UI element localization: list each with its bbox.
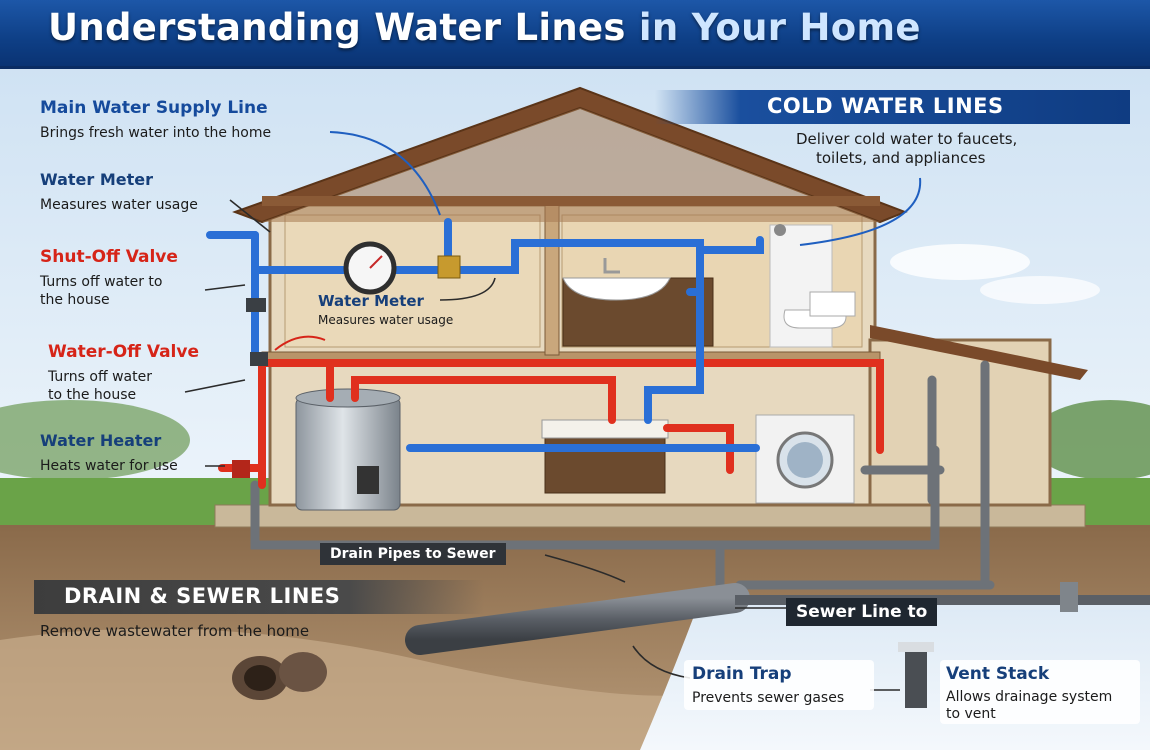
brass-valve	[437, 255, 461, 279]
extension-roof	[870, 325, 1088, 380]
drain-trap-heading: Drain Trap	[692, 664, 792, 684]
drain-sewer-ribbon: DRAIN & SEWER LINES	[34, 580, 484, 614]
vent-stack-heading: Vent Stack	[946, 664, 1050, 684]
vent-stack-description-1: Allows drainage system	[946, 689, 1113, 705]
cloud	[890, 244, 1030, 280]
cold-water-description-1: Deliver cold water to faucets,	[796, 130, 1018, 148]
inner-meter-heading: Water Meter	[318, 292, 424, 310]
shower	[769, 224, 833, 348]
drain-trap-box	[684, 660, 874, 710]
water-meter-heading: Water Meter	[40, 170, 153, 189]
washer-drum	[787, 442, 823, 478]
shut-off-valve-description-1: Turns off water to	[40, 274, 163, 290]
kitchen-cabinet	[544, 434, 666, 494]
vent-stack-box	[940, 660, 1140, 724]
main-supply-heading: Main Water Supply Line	[40, 98, 268, 118]
shut-off-valve-description-2: the house	[40, 292, 110, 308]
soil-lower	[0, 628, 720, 750]
water-heater	[295, 397, 401, 511]
water-off-valve-description-1: Turns off water	[48, 369, 152, 385]
water-heater-top	[295, 388, 401, 408]
water-off-valve-heading: Water-Off Valve	[48, 342, 199, 362]
water-heater-description: Heats water for use	[40, 458, 178, 474]
cold-water-description-2: toilets, and appliances	[816, 149, 986, 167]
shut-off-valve-body	[246, 298, 266, 312]
water-off-valve-description-2: to the house	[48, 387, 137, 403]
water-off-valve-body	[250, 352, 268, 366]
vent-stack-pipe	[905, 648, 927, 708]
old-pipe	[279, 652, 327, 692]
drain-sewer-description: Remove wastewater from the home	[40, 622, 310, 640]
roof-beam	[262, 196, 880, 206]
title-main: Understanding Water Lines	[48, 6, 626, 49]
drain-sewer-heading: DRAIN & SEWER LINES	[64, 584, 341, 608]
trees-right	[1030, 400, 1150, 480]
toilet-tank	[809, 291, 856, 317]
sink-faucet	[603, 258, 620, 274]
bathroom-sink	[562, 277, 671, 301]
shower-head	[774, 224, 786, 236]
hot-water-pipes	[218, 358, 884, 489]
room-upper-left	[284, 214, 541, 348]
title-accent: in Your Home	[638, 6, 921, 49]
water-heater-heading: Water Heater	[40, 431, 162, 450]
drain-pipes-label: Drain Pipes to Sewer	[320, 543, 506, 565]
vent-stack-description-2: to vent	[946, 706, 996, 722]
old-pipe-opening	[244, 665, 276, 691]
cloud	[980, 276, 1100, 304]
main-supply-description: Brings fresh water into the home	[40, 125, 272, 141]
wall-stud	[544, 204, 560, 356]
trees-left	[0, 400, 190, 480]
title-banner: Understanding Water Lines in Your Home	[0, 0, 1150, 69]
water-heater-panel	[357, 466, 379, 494]
drain-pipes	[250, 360, 995, 590]
attic	[262, 108, 880, 222]
heater-valve	[232, 460, 250, 478]
drain-trap-description: Prevents sewer gases	[692, 690, 845, 706]
shut-off-valve-heading: Shut-Off Valve	[40, 247, 178, 267]
leader-lines	[184, 131, 922, 691]
water-meter-needle	[369, 255, 383, 269]
sewer-main-pipe	[405, 583, 750, 655]
sewer-cleanout	[1060, 582, 1078, 612]
vent-stack-cap	[898, 642, 934, 652]
cold-water-ribbon: COLD WATER LINES	[655, 90, 1130, 124]
sewer-line-label: Sewer Line to	[786, 598, 938, 626]
page-title: Understanding Water Lines in Your Home	[48, 6, 921, 49]
cold-water-heading: COLD WATER LINES	[767, 94, 1004, 118]
inner-meter-description: Measures water usage	[318, 313, 454, 327]
water-meter-description: Measures water usage	[40, 197, 198, 213]
